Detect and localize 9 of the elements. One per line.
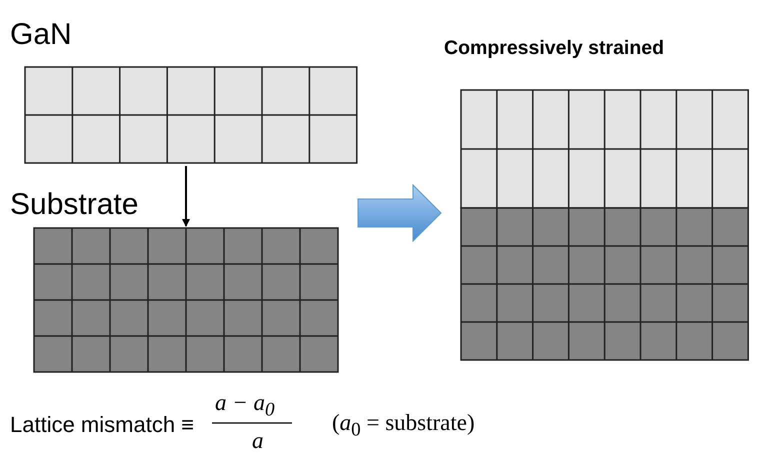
arrow [182,166,190,227]
block-arrow [358,184,442,242]
formula-numerator: a − a$_{0}$ [215,390,275,422]
layer-label: Substrate [10,188,138,221]
formula-denominator: a [252,428,264,454]
formula-note: (a$_{0}$ = substrate) [332,410,475,442]
heading: Compressively strained [444,38,664,60]
formula-label: Lattice mismatch ≡ [10,412,194,438]
layer-label: GaN [10,18,72,51]
